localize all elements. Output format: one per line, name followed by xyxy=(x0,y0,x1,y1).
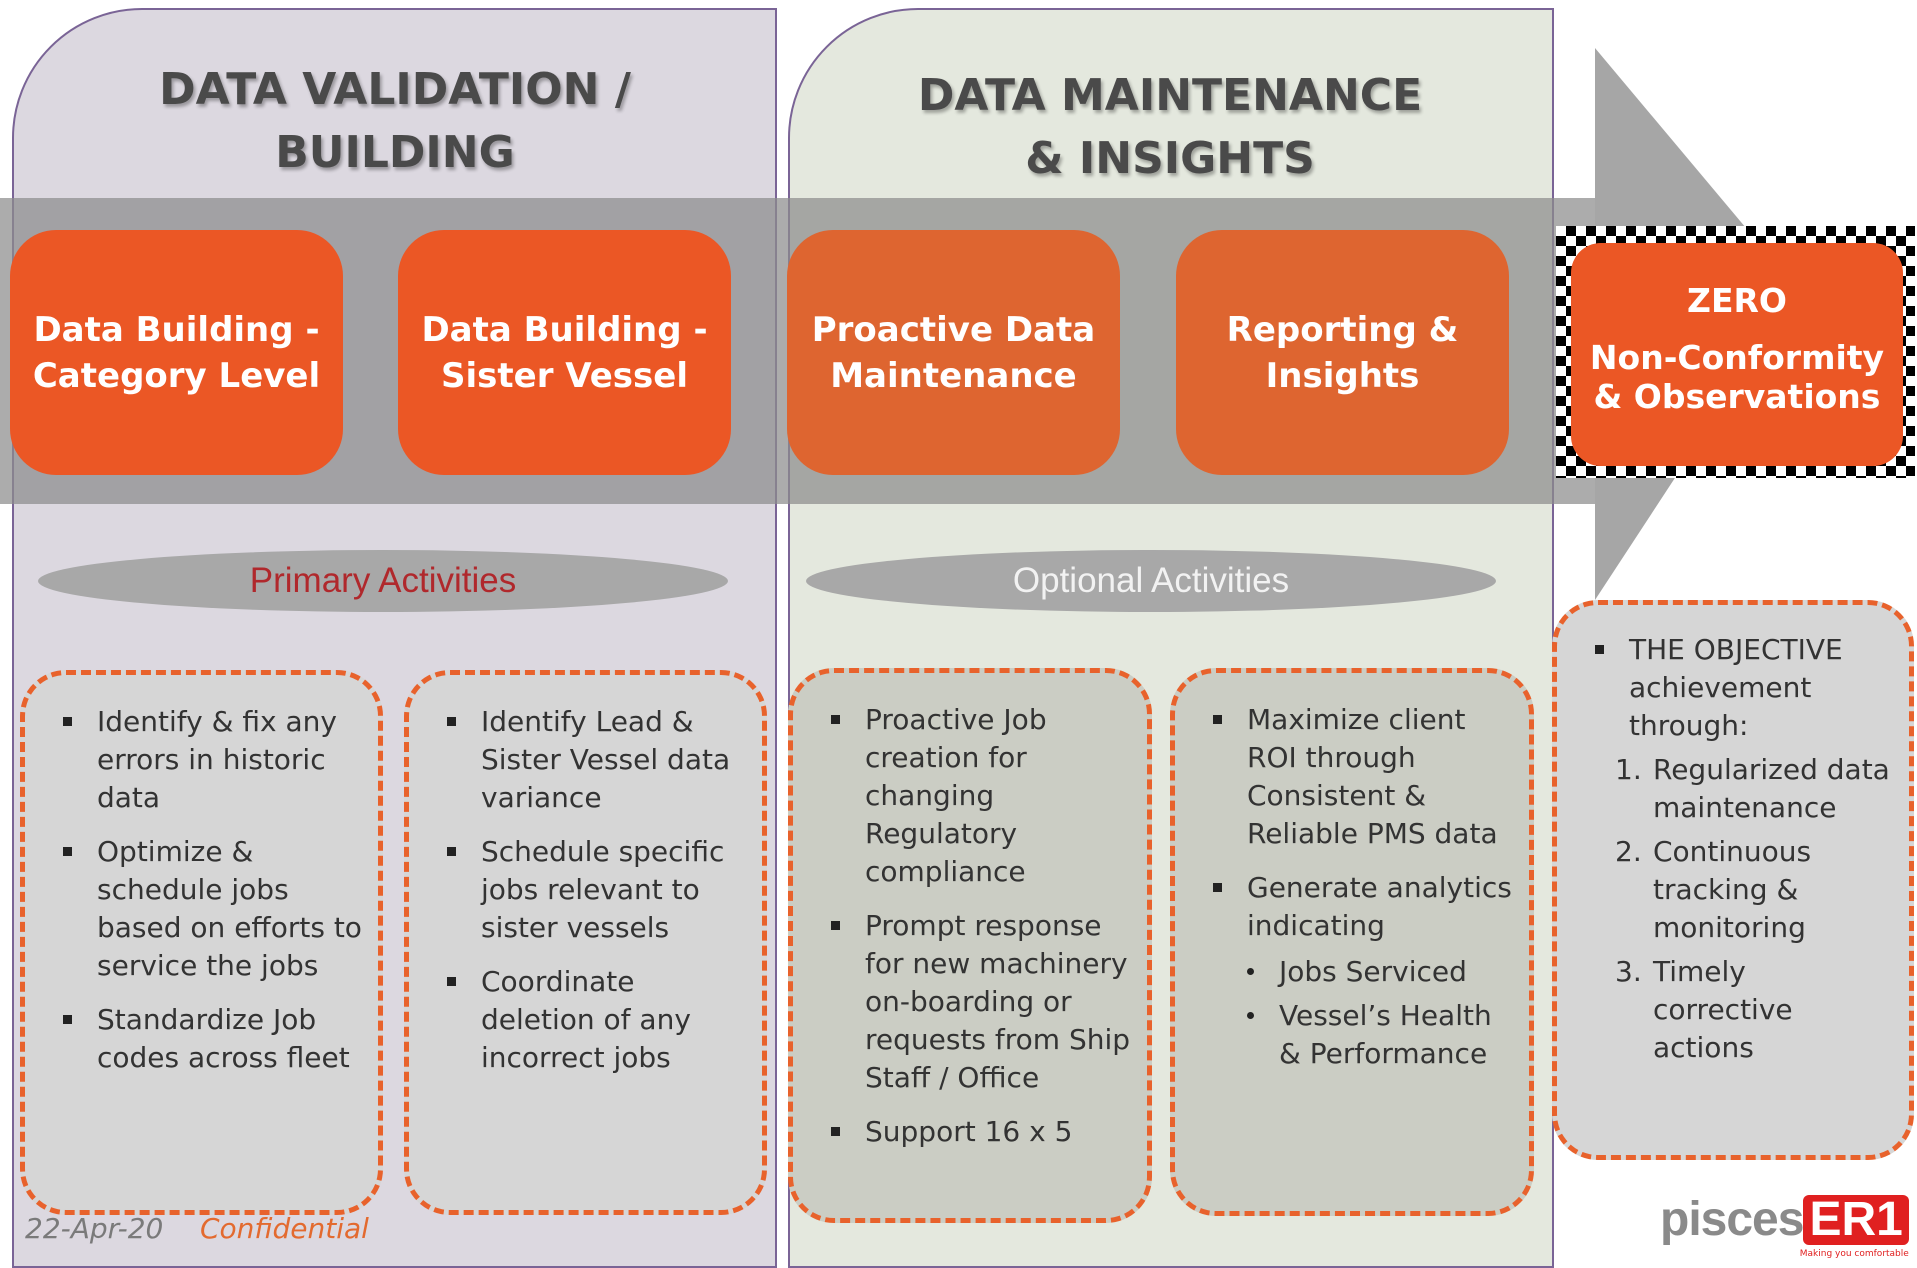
objective-box: THE OBJECTIVE achievement through: 1. Re… xyxy=(1552,600,1914,1160)
optional-activities-label: Optional Activities xyxy=(806,550,1496,612)
finish-line: & Observations xyxy=(1593,377,1881,416)
list-item: Prompt response for new machinery on-boa… xyxy=(827,907,1131,1097)
list-item: Coordinate deletion of any incorrect job… xyxy=(443,963,746,1077)
logo-text: pisces xyxy=(1660,1193,1804,1246)
list-item: Optimize & schedule jobs based on effort… xyxy=(59,833,362,985)
list-item: Standardize Job codes across fleet xyxy=(59,1001,362,1077)
sub-list-item: Vessel’s Health & Performance xyxy=(1209,997,1513,1073)
step-line: Maintenance xyxy=(830,355,1077,396)
numbered-item: 2. Continuous tracking & monitoring xyxy=(1591,833,1893,947)
title-data-maintenance: DATA MAINTENANCE & INSIGHTS xyxy=(860,64,1480,190)
item-number: 2. xyxy=(1615,835,1642,868)
list-item: THE OBJECTIVE achievement through: xyxy=(1591,631,1893,745)
logo-tagline: Making you comfortable xyxy=(1799,1249,1909,1259)
finish-line: ZERO xyxy=(1687,281,1787,320)
numbered-item: 1. Regularized data maintenance xyxy=(1591,751,1893,827)
step-line: Data Building - xyxy=(421,309,708,350)
list-item: Generate analytics indicating xyxy=(1209,869,1513,945)
title-line: DATA MAINTENANCE xyxy=(917,70,1423,121)
title-data-validation: DATA VALIDATION / BUILDING xyxy=(100,58,690,184)
title-line: BUILDING xyxy=(275,127,515,178)
footer-confidential: Confidential xyxy=(200,1212,369,1245)
item-text: Regularized data maintenance xyxy=(1653,753,1890,824)
footer-date: 22-Apr-20 xyxy=(25,1212,164,1245)
activity-box-sister-vessel: Identify Lead & Sister Vessel data varia… xyxy=(404,670,767,1215)
finish-goal: ZERO Non-Conformity & Observations xyxy=(1571,243,1903,466)
list-item: Proactive Job creation for changing Regu… xyxy=(827,701,1131,891)
item-number: 1. xyxy=(1615,753,1642,786)
item-number: 3. xyxy=(1615,955,1642,988)
step-line: Sister Vessel xyxy=(441,355,688,396)
step-data-building-category: Data Building - Category Level xyxy=(10,230,343,475)
list-item: Support 16 x 5 xyxy=(827,1113,1131,1151)
finish-line: Non-Conformity xyxy=(1589,338,1885,377)
step-reporting-insights: Reporting & Insights xyxy=(1176,230,1509,475)
title-line: & INSIGHTS xyxy=(1025,133,1315,184)
list-item: Maximize client ROI through Consistent &… xyxy=(1209,701,1513,853)
activity-box-reporting: Maximize client ROI through Consistent &… xyxy=(1170,668,1534,1216)
list-item: Identify & fix any errors in historic da… xyxy=(59,703,362,817)
logo-mark: ER1 xyxy=(1803,1195,1909,1245)
numbered-item: 3. Timely corrective actions xyxy=(1591,953,1893,1067)
list-item: Identify Lead & Sister Vessel data varia… xyxy=(443,703,746,817)
step-data-building-sister: Data Building - Sister Vessel xyxy=(398,230,731,475)
title-line: DATA VALIDATION / xyxy=(159,64,631,115)
sub-list-item: Jobs Serviced xyxy=(1209,953,1513,991)
step-line: Data Building - xyxy=(33,309,320,350)
step-line: Reporting & xyxy=(1226,309,1459,350)
activity-box-category: Identify & fix any errors in historic da… xyxy=(20,670,383,1215)
item-text: Timely corrective actions xyxy=(1653,955,1793,1064)
list-item: Schedule specific jobs relevant to siste… xyxy=(443,833,746,947)
primary-activities-label: Primary Activities xyxy=(38,550,728,612)
step-line: Proactive Data xyxy=(811,309,1096,350)
item-text: Continuous tracking & monitoring xyxy=(1653,835,1812,944)
step-line: Insights xyxy=(1265,355,1420,396)
activity-box-proactive: Proactive Job creation for changing Regu… xyxy=(788,668,1152,1223)
step-line: Category Level xyxy=(32,355,321,396)
